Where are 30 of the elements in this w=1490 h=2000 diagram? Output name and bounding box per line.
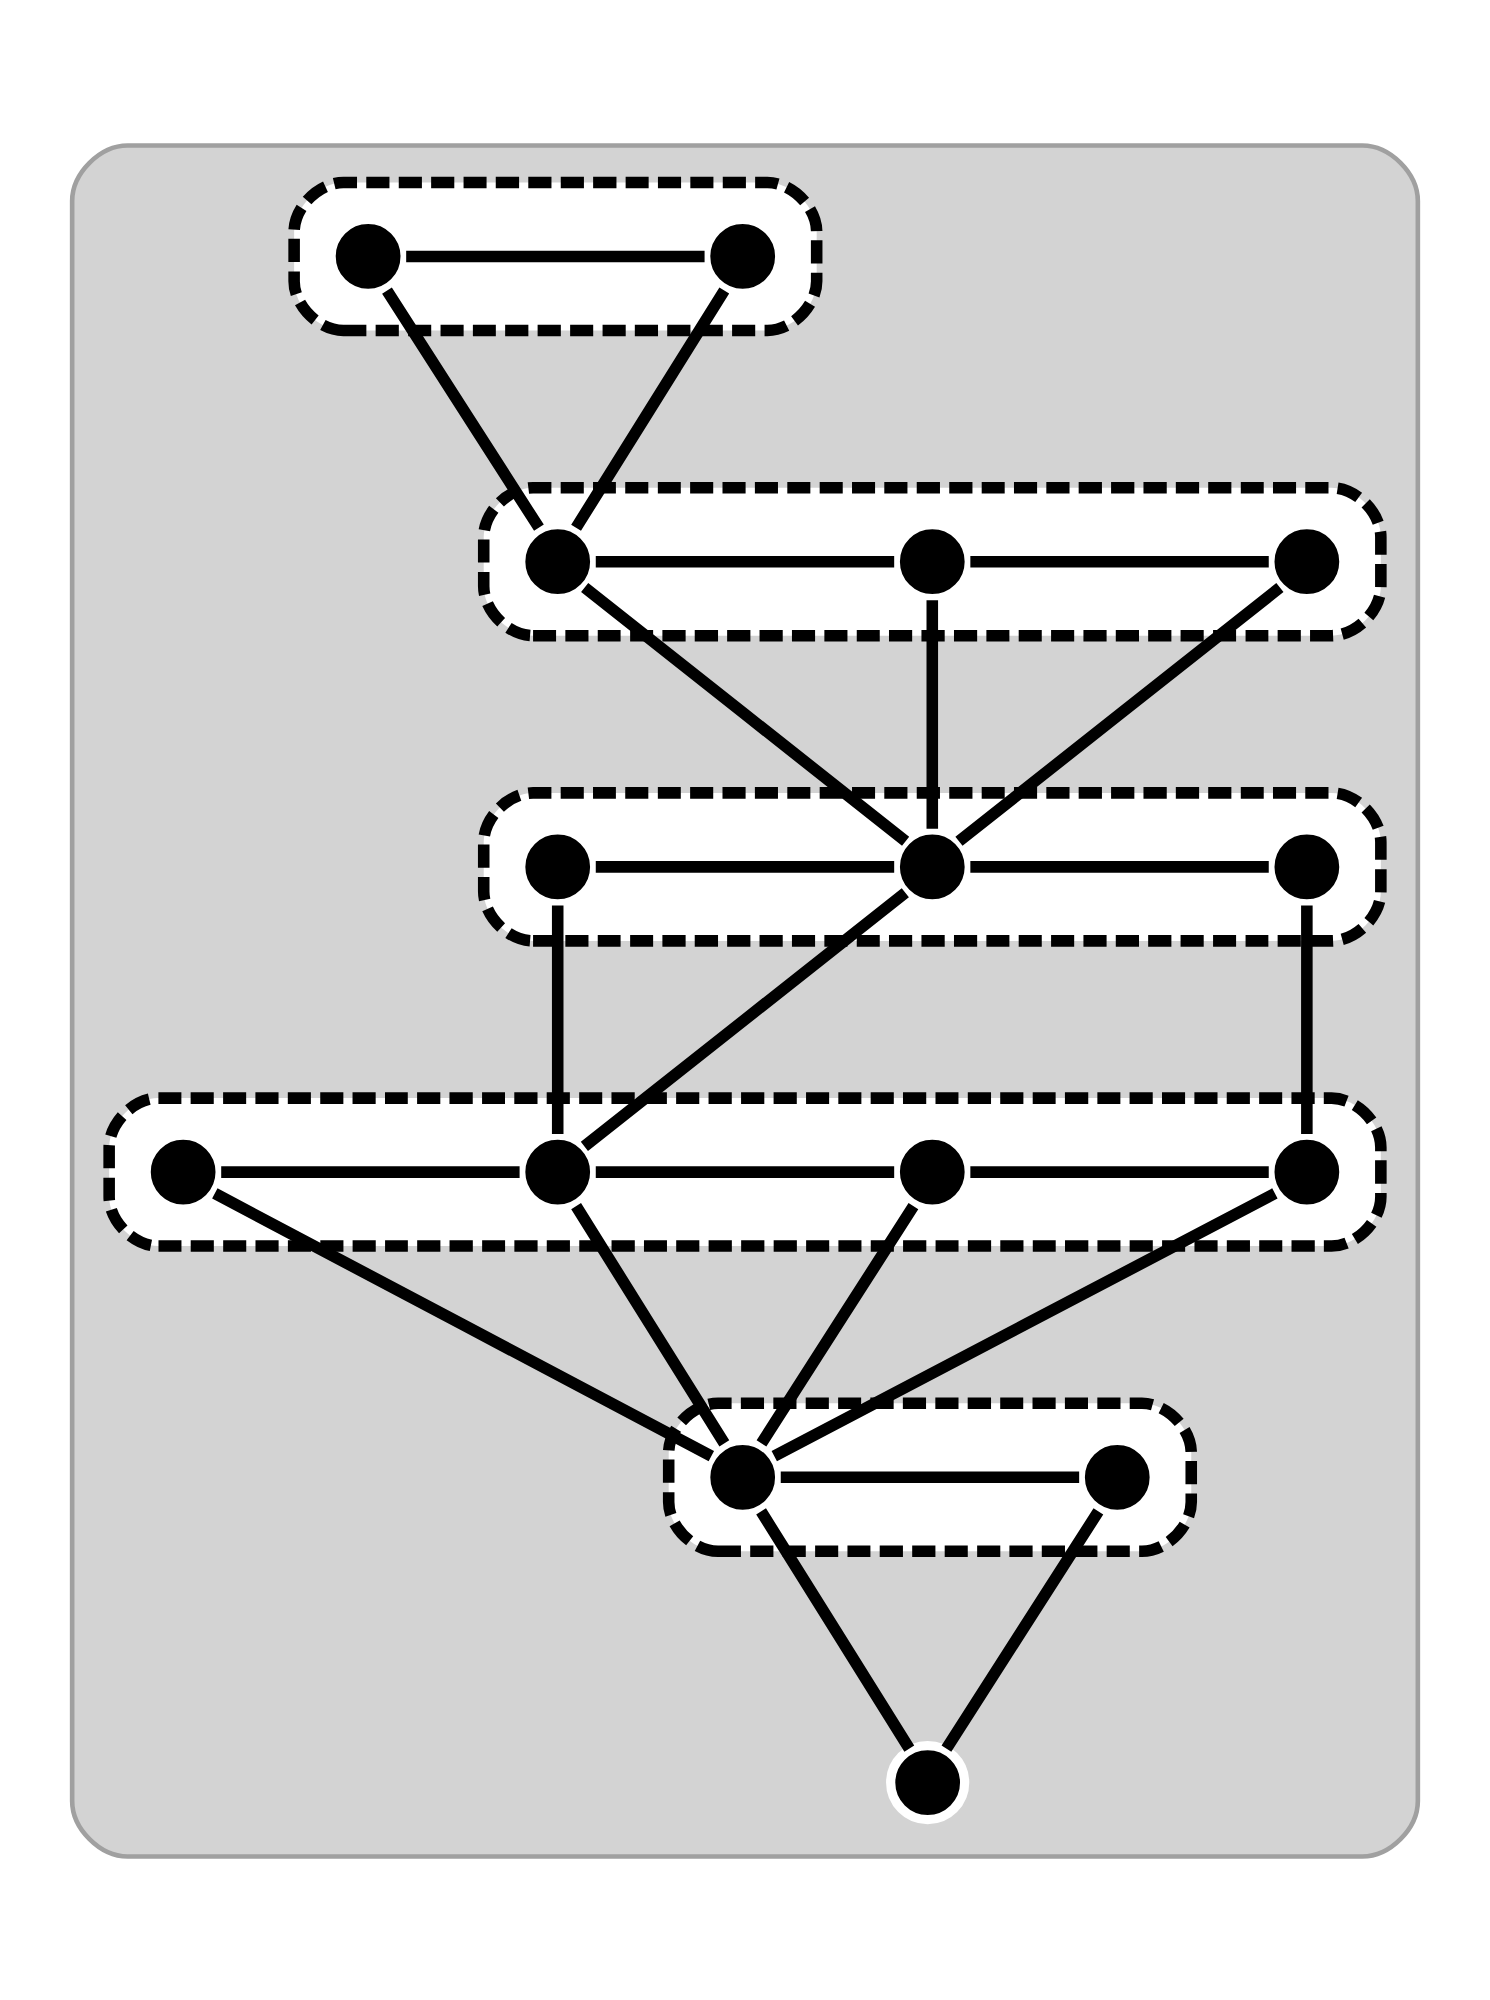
connector [970,860,1269,872]
connector [571,286,730,530]
node-circle [886,1739,970,1824]
cluster [477,480,1387,641]
connector [595,1165,895,1177]
connector [581,582,910,845]
cluster [662,1396,1198,1557]
connector [780,1470,1080,1483]
cluster [288,175,823,336]
connector [926,599,939,828]
cluster [103,1091,1387,1251]
connector [970,1165,1269,1177]
connector [595,554,895,567]
connector [571,1202,730,1446]
cluster [477,786,1387,946]
connector [756,1507,915,1751]
connector [551,904,564,1133]
connector [580,887,909,1150]
connector [941,1507,1104,1751]
connector [756,1202,919,1446]
connector [771,1187,1278,1461]
connector [595,860,895,872]
connector [1301,904,1313,1133]
connector [382,286,544,530]
connector [970,554,1269,567]
connector [221,1165,520,1177]
connector [955,582,1284,845]
connector [212,1187,715,1461]
cluster [69,142,1421,1858]
connector [406,249,705,262]
